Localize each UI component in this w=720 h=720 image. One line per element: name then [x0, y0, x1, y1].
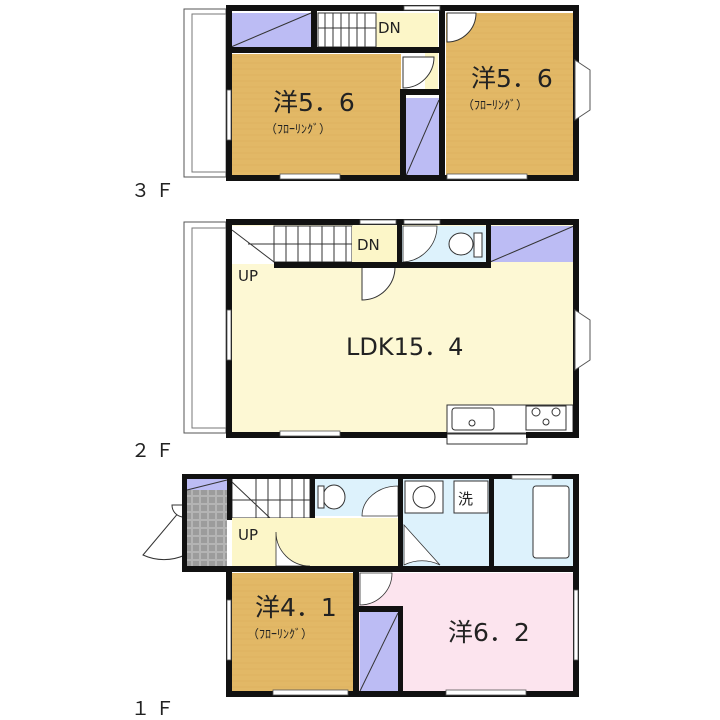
window: [511, 474, 553, 480]
room-3f-east: [446, 13, 574, 176]
stairs-up-label: UP: [238, 526, 258, 544]
window: [403, 219, 441, 225]
door-ldk: [361, 266, 396, 301]
window: [272, 689, 349, 696]
bay-window: [574, 309, 591, 371]
window: [279, 430, 341, 437]
bay-window: [574, 59, 591, 121]
floor-1f: UP 洗: [131, 474, 579, 720]
door-1f-east: [359, 572, 393, 606]
stairs-down-label: DN: [378, 19, 401, 37]
room-3f-west-sub: （ﾌﾛｰﾘﾝｸﾞ）: [265, 122, 331, 136]
balcony: [183, 221, 227, 434]
window: [445, 689, 527, 696]
window: [226, 309, 232, 361]
window: [446, 173, 528, 180]
stove-icon: [525, 405, 567, 431]
room-3f-west-label: 洋5．6: [273, 88, 355, 117]
genkan: [187, 478, 227, 568]
room-ldk-label: LDK15．4: [346, 333, 463, 361]
stairs-3f: [317, 12, 377, 48]
floor-label-2f: ２ Ｆ: [131, 441, 174, 462]
floor-label-3f: ３ Ｆ: [131, 181, 174, 202]
window: [359, 219, 397, 225]
room-3f-west: [231, 54, 401, 176]
room-1f-west-label: 洋4．1: [255, 593, 337, 622]
floor-label-1f: １ Ｆ: [131, 699, 174, 720]
balcony: [183, 8, 227, 178]
window: [226, 599, 232, 661]
door-3f-east: [446, 12, 477, 43]
floor-3f: DN 洋5．6 （ﾌﾛｰﾘﾝｸﾞ） 洋5．6 （ﾌﾛｰﾘﾝｸﾞ） ３ Ｆ: [131, 5, 591, 202]
floor-2f: DN UP: [131, 219, 591, 462]
stairs-2f: [231, 225, 353, 263]
toilet-icon: [322, 484, 346, 510]
washer-label: 洗: [458, 490, 473, 508]
toilet-icon: [448, 232, 474, 256]
sink-icon: [451, 407, 495, 431]
hall-1f: [232, 518, 398, 566]
room-3f-east-label: 洋5．6: [471, 64, 553, 93]
window: [226, 89, 232, 141]
hall-2f: [352, 226, 397, 262]
room-1f-west-sub: （ﾌﾛｰﾘﾝｸﾞ）: [247, 627, 313, 641]
stairs-down-label: DN: [357, 236, 380, 254]
room-3f-east-sub: （ﾌﾛｰﾘﾝｸﾞ）: [462, 98, 528, 112]
window: [573, 589, 579, 661]
door-1f-west: [275, 531, 311, 567]
room-1f-east-label: 洋6．2: [448, 618, 530, 647]
door-3f-west: [402, 56, 435, 89]
stairs-up-label: UP: [238, 267, 258, 285]
window: [403, 5, 441, 11]
kitchen-counter: [446, 404, 574, 445]
window: [279, 173, 341, 180]
washer-space: [453, 480, 489, 514]
bathtub-icon: [532, 485, 570, 559]
hall-3f: [376, 13, 438, 51]
room-1f-west: [231, 573, 353, 691]
stairs-1f: [231, 477, 311, 519]
